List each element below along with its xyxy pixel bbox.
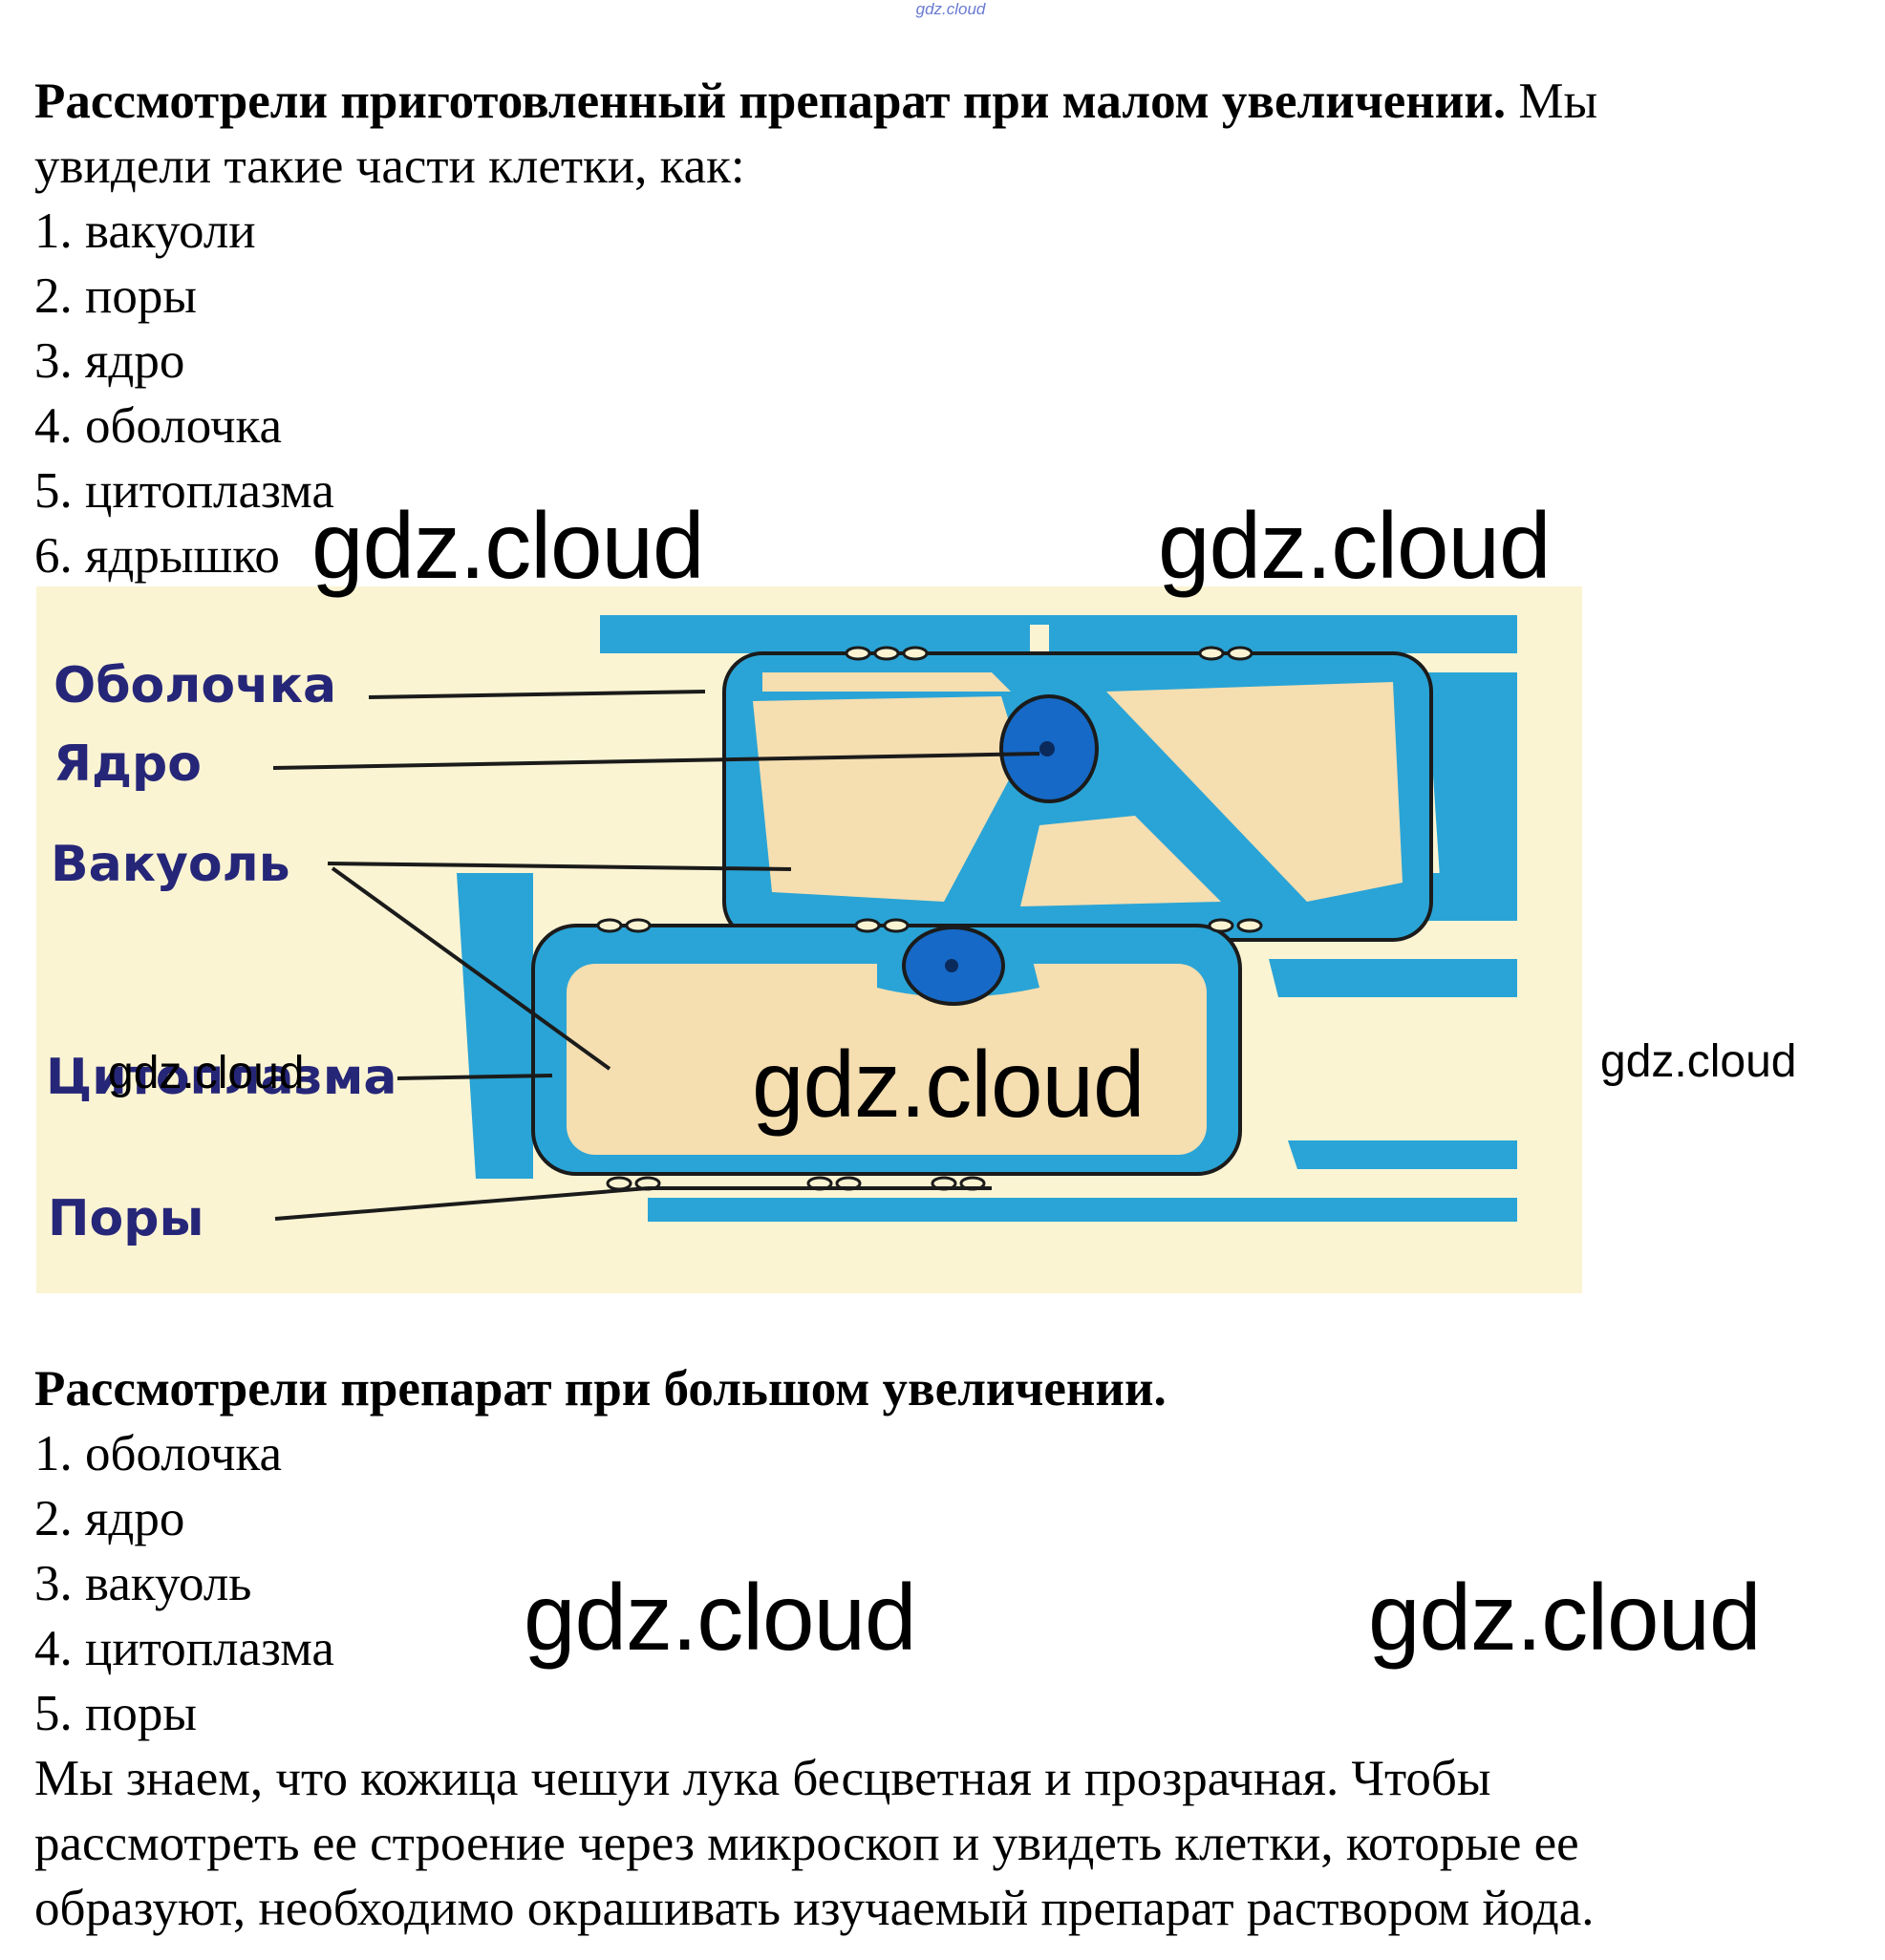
bottom-neighbour-wall	[648, 1198, 1517, 1222]
top-watermark: gdz.cloud	[912, 0, 989, 19]
watermark: gdz.cloud	[524, 1570, 916, 1664]
right-lower-wall	[1269, 959, 1517, 997]
right-neighbour-wall	[1426, 672, 1517, 892]
list-item: 2. поры	[34, 264, 1850, 329]
list-item: 1. оболочка	[34, 1421, 1850, 1486]
conclusion-line: рассмотреть ее строение через микроскоп …	[34, 1811, 1850, 1876]
high-heading: Рассмотрели препарат при большом увеличе…	[34, 1356, 1850, 1421]
watermark: gdz.cloud	[1368, 1570, 1761, 1664]
watermark: gdz.cloud	[1158, 499, 1551, 592]
conclusion-line: образуют, необходимо окрашивать изучаемы…	[34, 1876, 1850, 1941]
right-bottom-wall	[1288, 1140, 1517, 1169]
list-item: 5. цитоплазма	[34, 458, 1850, 523]
diagram-label-pores: Поры	[48, 1194, 204, 1244]
onion-cell-diagram: Оболочка Ядро Вакуоль Цитоплазма Поры	[36, 586, 1582, 1293]
low-intro-line: увидели такие части клетки, как:	[34, 134, 1850, 199]
list-item: 4. оболочка	[34, 394, 1850, 458]
diagram-label-nucleus: Ядро	[54, 739, 202, 789]
list-item: 3. ядро	[34, 329, 1850, 394]
watermark: gdz.cloud	[752, 1037, 1145, 1131]
watermark: gdz.cloud	[1600, 1039, 1796, 1085]
diagram-label-membrane: Оболочка	[54, 661, 336, 711]
lower-nucleolus	[945, 959, 958, 972]
diagram-label-vacuole: Вакуоль	[51, 840, 290, 889]
conclusion-line: Мы знаем, что кожица чешуи лука бесцветн…	[34, 1746, 1850, 1811]
low-heading-rest: Мы	[1506, 74, 1597, 129]
list-item: 1. вакуоли	[34, 199, 1850, 264]
low-heading-line: Рассмотрели приготовленный препарат при …	[34, 69, 1850, 134]
watermark: gdz.cloud	[108, 1051, 304, 1097]
top-neighbour-wall	[600, 615, 1517, 653]
list-item: 2. ядро	[34, 1486, 1850, 1551]
upper-vacuole-top	[762, 672, 1011, 692]
low-magnification-section: Рассмотрели приготовленный препарат при …	[34, 69, 1850, 588]
watermark: gdz.cloud	[311, 499, 704, 592]
list-item: 5. поры	[34, 1681, 1850, 1746]
upper-nucleolus	[1039, 741, 1055, 756]
low-heading-bold: Рассмотрели приготовленный препарат при …	[34, 74, 1506, 129]
list-item: 6. ядрышко	[34, 523, 1850, 588]
